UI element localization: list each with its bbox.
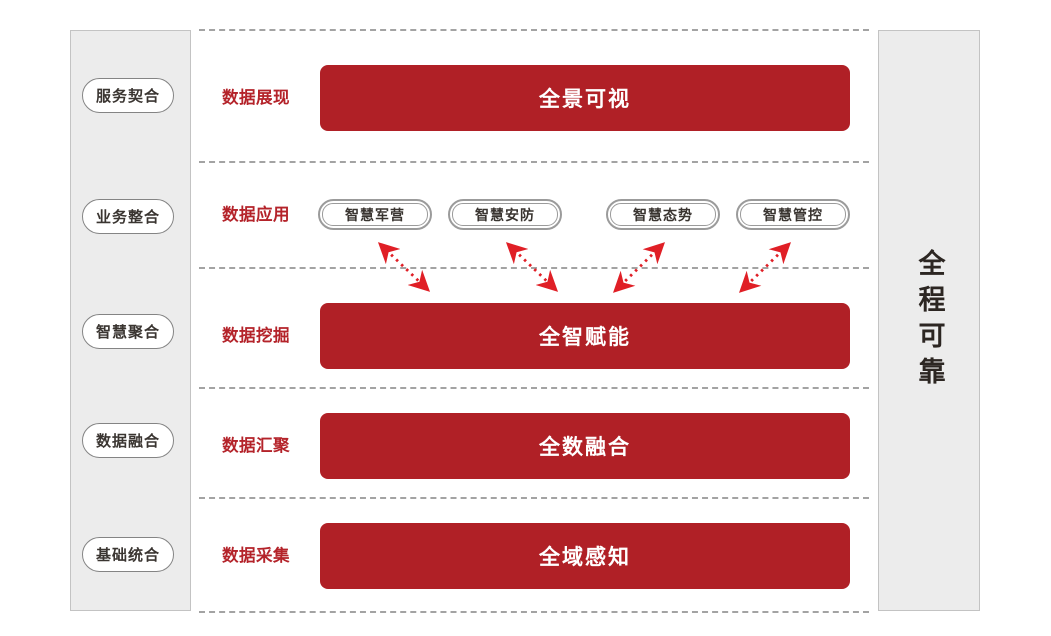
capability-pill-business-integration: 业务整合: [82, 199, 174, 234]
app-chip-label: 智慧管控: [740, 203, 846, 226]
layer-label-data-aggregation: 数据汇聚: [222, 437, 290, 455]
left-capability-rail: 服务契合 业务整合 智慧聚合 数据融合 基础统合: [70, 30, 191, 611]
separator-line: [199, 497, 869, 499]
app-chip-smart-security: 智慧安防: [448, 199, 562, 230]
capability-pill-service-fit: 服务契合: [82, 78, 174, 113]
capability-pill-data-fusion: 数据融合: [82, 423, 174, 458]
assurance-label: 全程可靠: [914, 248, 945, 393]
app-chip-smart-control: 智慧管控: [736, 199, 850, 230]
separator-line: [199, 29, 869, 31]
separator-line: [199, 387, 869, 389]
right-assurance-rail: 全程可靠: [878, 30, 980, 611]
banner-full-data-fusion: 全数融合: [320, 413, 850, 479]
app-chip-label: 智慧军营: [322, 203, 428, 226]
layer-label-data-application: 数据应用: [222, 206, 290, 224]
capability-pill-wisdom-aggregation: 智慧聚合: [82, 314, 174, 349]
app-chip-label: 智慧态势: [610, 203, 716, 226]
app-chip-smart-situation: 智慧态势: [606, 199, 720, 230]
layer-label-data-display: 数据展现: [222, 89, 290, 107]
separator-line: [199, 611, 869, 613]
banner-panoramic-visibility: 全景可视: [320, 65, 850, 131]
banner-full-domain-sensing: 全域感知: [320, 523, 850, 589]
app-chip-label: 智慧安防: [452, 203, 558, 226]
separator-line: [199, 161, 869, 163]
layer-label-data-collection: 数据采集: [222, 547, 290, 565]
layer-label-data-mining: 数据挖掘: [222, 327, 290, 345]
app-chip-smart-camp: 智慧军营: [318, 199, 432, 230]
capability-pill-base-unification: 基础统合: [82, 537, 174, 572]
separator-line: [199, 267, 869, 269]
banner-full-intelligence: 全智赋能: [320, 303, 850, 369]
